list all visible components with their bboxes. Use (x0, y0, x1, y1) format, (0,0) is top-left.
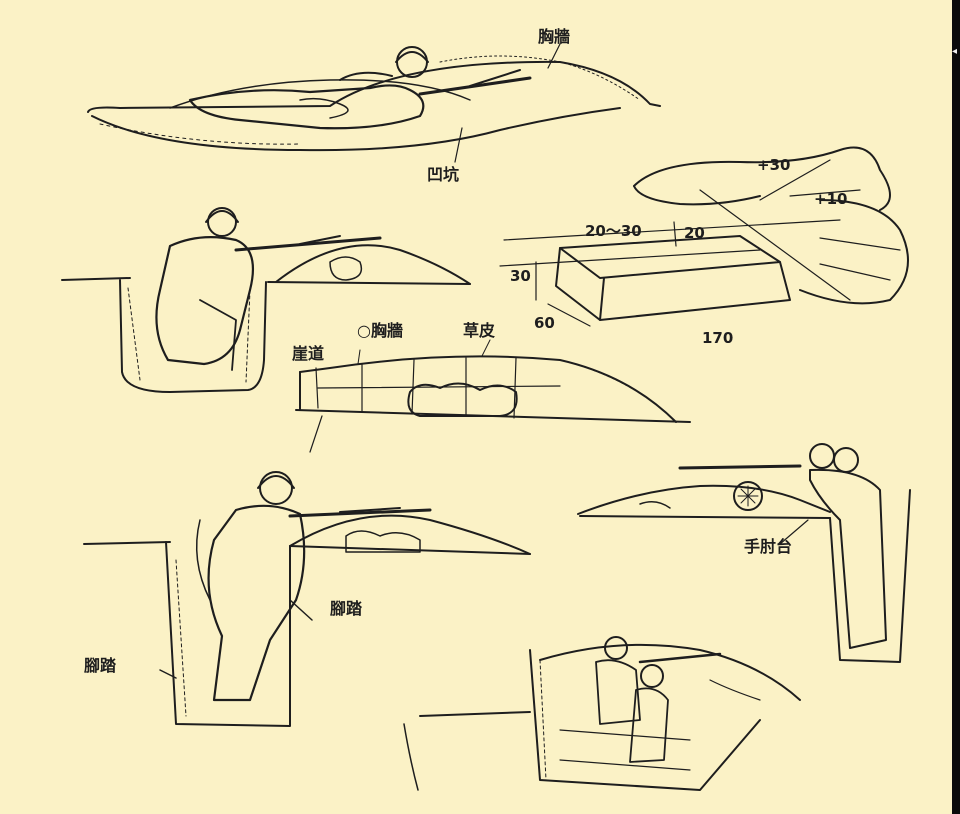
label-elbow-rest: 手肘台 (744, 537, 793, 556)
dim-plus30: +30 (757, 156, 791, 174)
trench-corner-scene (403, 636, 801, 791)
dim-30: 30 (510, 267, 531, 285)
label-parapet-top: 胸牆 (538, 27, 571, 46)
dim-60: 60 (534, 314, 555, 332)
label-pit: 凹坑 (427, 165, 460, 184)
dim-20: 20 (684, 224, 705, 242)
label-turf: 草皮 (463, 321, 496, 340)
dim-plus10: +10 (814, 190, 848, 208)
label-parapet-mid: ○胸牆 (357, 321, 403, 340)
standing-position-scene (83, 471, 531, 727)
arrow-left-icon: ◂ (952, 46, 958, 57)
label-footstep-left: 腳踏 (84, 656, 117, 675)
machine-gun-scene (577, 443, 911, 663)
dimension-drawing (499, 146, 909, 327)
label-cliff-path: 崖道 (292, 344, 325, 363)
dim-170: 170 (702, 329, 734, 347)
kneeling-position-scene (61, 207, 471, 393)
label-footstep-right: 腳踏 (330, 599, 363, 618)
parapet-section-scene (295, 339, 691, 453)
prone-position-scene (87, 43, 661, 163)
dim-20-30: 20～30 (585, 222, 642, 240)
